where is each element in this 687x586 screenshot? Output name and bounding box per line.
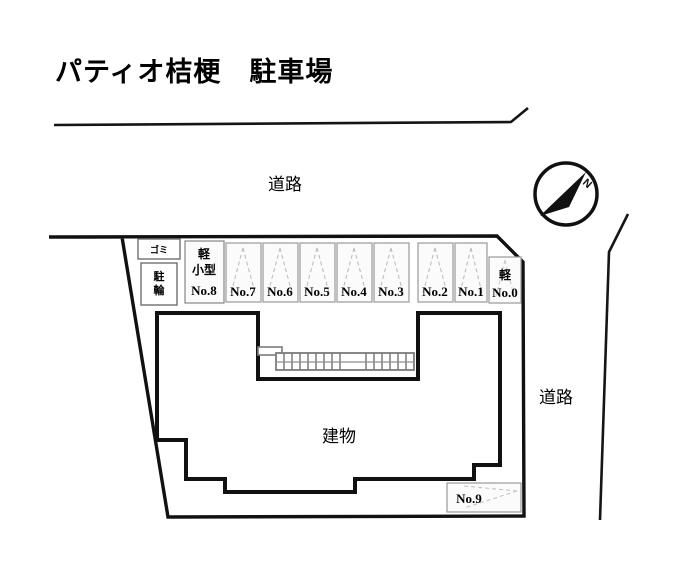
- building-footprint: [155, 311, 502, 494]
- parking-stall-no2-car-mark: [422, 247, 448, 294]
- parking-stall-no9[interactable]: No.9: [446, 482, 522, 513]
- parking-stall-no4[interactable]: No.4: [336, 242, 373, 303]
- parking-stall-no4-car-mark: [341, 247, 367, 294]
- parking-stall-no1-car-mark: [459, 247, 483, 294]
- parking-stall-no9-box[interactable]: [446, 482, 522, 513]
- parking-stall-no0[interactable]: 軽 No.0: [488, 256, 522, 304]
- parking-stall-no7-car-mark: [230, 247, 256, 294]
- parking-stall-no9-number: No.9: [456, 491, 482, 506]
- label-road-top: 道路: [268, 175, 302, 194]
- parking-stall-no7-number: No.7: [230, 284, 256, 299]
- bicycle-parking-label-2: 輪: [154, 283, 166, 297]
- compass-needle-light: [540, 172, 586, 216]
- parking-stall-no2[interactable]: No.2: [417, 242, 454, 303]
- road-right-far-edge: [598, 213, 630, 521]
- parking-stall-no6-car-mark: [267, 247, 293, 294]
- site-boundary: [48, 234, 526, 519]
- stairs-landing: [257, 346, 283, 356]
- parking-stall-no3[interactable]: No.3: [373, 242, 410, 303]
- parking-stalls: 軽 小型 No.8 No.7 No.6 No.5: [184, 240, 522, 513]
- parking-stall-no0-box[interactable]: [488, 256, 522, 304]
- label-building: 建物: [322, 427, 356, 446]
- parking-stall-no3-number: No.3: [378, 284, 404, 299]
- parking-stall-no0-number: No.0: [492, 285, 518, 300]
- parking-stall-no8[interactable]: 軽 小型 No.8: [184, 240, 225, 304]
- parking-stall-no5-number: No.5: [304, 284, 330, 299]
- bicycle-parking-box[interactable]: [140, 262, 178, 306]
- parking-stall-no2-number: No.2: [422, 284, 448, 299]
- parking-stall-no4-number: No.4: [341, 284, 367, 299]
- road-boundaries: [53, 106, 630, 521]
- parking-stall-no0-type: 軽: [499, 267, 512, 282]
- parking-stall-no5[interactable]: No.5: [299, 242, 336, 303]
- road-top-far-edge: [53, 106, 529, 127]
- label-road-right: 道路: [539, 388, 573, 407]
- parking-stall-no8-number: No.8: [191, 283, 217, 298]
- parking-stall-no3-car-mark: [378, 247, 404, 294]
- parking-stall-no8-box[interactable]: [184, 240, 225, 304]
- parking-stall-no6-number: No.6: [267, 284, 293, 299]
- site-boundary-outline: [48, 234, 526, 519]
- building-outline: [155, 311, 502, 494]
- bicycle-parking-area[interactable]: 駐 輪: [140, 262, 178, 306]
- parking-stall-no8-type2: 小型: [192, 262, 216, 277]
- parking-stall-no6[interactable]: No.6: [262, 242, 299, 303]
- trash-area-box[interactable]: [137, 238, 181, 260]
- corridor-stairs: [257, 346, 415, 371]
- parking-stall-no9-car-mark: [463, 485, 518, 509]
- compass-rose: N: [533, 161, 599, 227]
- trash-area[interactable]: ゴミ: [137, 238, 181, 260]
- page-title: パティオ桔梗 駐車場: [55, 57, 334, 87]
- parking-stall-no1[interactable]: No.1: [454, 242, 488, 303]
- parking-stall-no0-car-mark: [495, 259, 515, 297]
- parking-stall-no7[interactable]: No.7: [225, 242, 262, 303]
- parking-stall-no1-number: No.1: [458, 284, 484, 299]
- bicycle-parking-label-1: 駐: [154, 269, 165, 283]
- parking-stall-no8-type: 軽: [198, 246, 211, 261]
- trash-area-label: ゴミ: [150, 244, 168, 255]
- facility-boxes: ゴミ 駐 輪: [137, 238, 181, 306]
- parking-stall-no5-car-mark: [304, 247, 330, 294]
